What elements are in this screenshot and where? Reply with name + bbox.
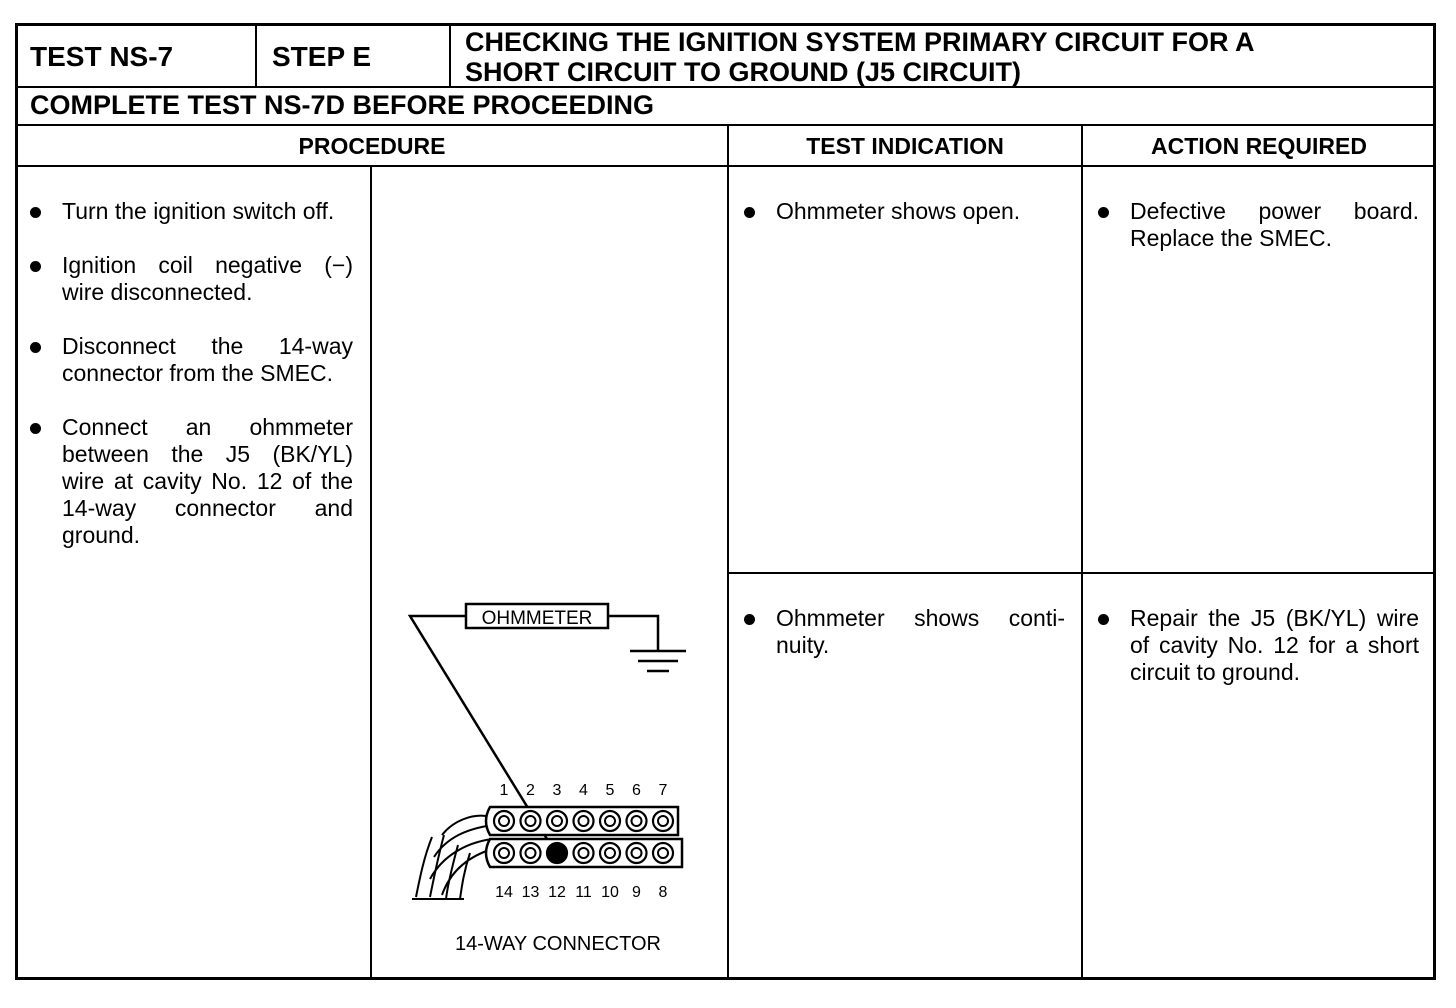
bullet-icon	[744, 207, 755, 218]
step-label: STEP E	[272, 41, 372, 72]
connector-cavity	[545, 809, 569, 833]
pin-number-label: 1	[500, 782, 509, 799]
connector-cavity	[492, 841, 516, 865]
bullet-icon	[1098, 614, 1109, 625]
indication-open: Ohmmeter shows open.	[742, 198, 1057, 225]
connector-cavity	[598, 809, 622, 833]
rule-proc-indication	[727, 124, 729, 980]
connector-cavity	[519, 841, 542, 865]
column-header-action: ACTION REQUIRED	[1151, 133, 1367, 159]
rule-step-title	[449, 23, 451, 86]
bullet-icon	[744, 614, 755, 625]
procedure-step: Disconnect the 14-way connector from the…	[28, 333, 353, 387]
procedure-step: Connect an ohmmeter between the J5 (BK/Y…	[28, 414, 353, 549]
procedure-step: Turn the ignition switch off.	[28, 198, 353, 225]
pin-number-label: 4	[579, 782, 588, 799]
indication-open-text: Ohmmeter shows open.	[776, 198, 1021, 224]
prerequisite-text: COMPLETE TEST NS-7D BEFORE PROCEEDING	[30, 90, 655, 120]
action-open: Defective power board. Replace the SMEC.	[1096, 198, 1419, 252]
test-lead-to-cavity	[407, 614, 557, 853]
ground-icon	[630, 649, 686, 673]
title-line-2: SHORT CIRCUIT TO GROUND (J5 CIRCUIT)	[465, 57, 1022, 87]
pin-number-label: 14	[495, 884, 513, 901]
connector-cavity	[519, 809, 542, 833]
connector-cavity	[625, 809, 648, 833]
pin-number-label: 5	[606, 782, 615, 799]
ground-lead	[608, 614, 660, 651]
ohmmeter-label: OHMMETER	[482, 608, 593, 629]
connector-cavity	[492, 809, 516, 833]
connector-cavity	[625, 841, 648, 865]
action-continuity-text: Repair the J5 (BK/YL) wire of cavity No.…	[1130, 605, 1419, 685]
connector-cavity	[651, 841, 675, 865]
procedure-step: Ignition coil negative (−) wire disconne…	[28, 252, 353, 306]
connector-cavity	[572, 841, 595, 865]
indication-continuity-text: Ohmmeter shows conti-nuity.	[776, 605, 1065, 658]
rule-prereq-bottom	[15, 124, 1436, 126]
action-continuity: Repair the J5 (BK/YL) wire of cavity No.…	[1096, 605, 1419, 686]
indication-continuity: Ohmmeter shows conti-nuity.	[742, 605, 1065, 659]
pin-number-label: 8	[659, 884, 668, 901]
pin-number-label: 13	[522, 884, 540, 901]
pin-number-label: 9	[632, 884, 641, 901]
pin-number-label: 11	[575, 884, 592, 901]
procedure-step-list: Turn the ignition switch off. Ignition c…	[28, 198, 353, 576]
rule-proc-diagram	[370, 165, 372, 980]
pin-number-label: 6	[632, 782, 641, 799]
connector-cavity-highlighted	[545, 841, 569, 865]
column-header-indication: TEST INDICATION	[806, 133, 1004, 159]
title-line-1: CHECKING THE IGNITION SYSTEM PRIMARY CIR…	[465, 27, 1255, 57]
pin-number-label: 2	[526, 782, 535, 799]
rule-header-bottom	[15, 86, 1436, 88]
pin-number-label: 7	[659, 782, 668, 799]
pin-number-label: 12	[548, 884, 566, 901]
pin-number-label: 3	[553, 782, 562, 799]
pin-number-label: 10	[601, 884, 619, 901]
connector-cavities	[492, 809, 675, 865]
rule-test-step	[255, 23, 257, 86]
rule-colhdr-bottom	[15, 165, 1436, 167]
connector-cavity	[572, 809, 595, 833]
rule-indication-action	[1081, 124, 1083, 980]
connector-caption: 14-WAY CONNECTOR	[455, 933, 661, 955]
bullet-icon	[1098, 207, 1109, 218]
test-label: TEST NS-7	[30, 41, 174, 72]
connector-cavity	[651, 809, 675, 833]
test-sheet-frame	[15, 23, 1436, 980]
action-open-text: Defective power board. Replace the SMEC.	[1130, 198, 1419, 251]
column-header-procedure: PROCEDURE	[298, 133, 446, 159]
wire-harness	[412, 814, 493, 900]
connector-cavity	[598, 841, 622, 865]
